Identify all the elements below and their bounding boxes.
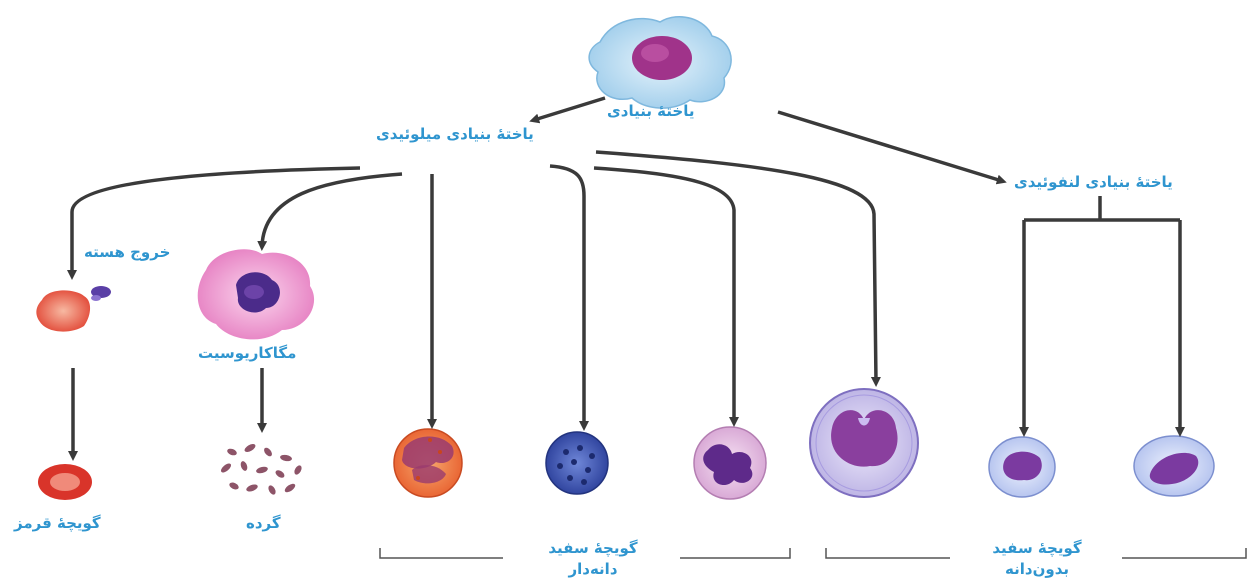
lymphocyte-cell-2 (1134, 436, 1214, 496)
basophil-cell (546, 432, 608, 494)
bracket-agranular-left (826, 548, 950, 558)
label-megakaryocyte: مگاکاریوسیت (198, 344, 296, 362)
label-red-blood-cell: گویچهٔ قرمز (14, 514, 101, 532)
bracket-granular-left (380, 548, 503, 558)
arrow-myeloid-to-basophil (550, 166, 584, 426)
label-myeloid-stem-cell: یاختهٔ بنیادی میلوئیدی (376, 125, 534, 143)
megakaryocyte-cell (198, 249, 314, 339)
label-platelets: گرده (246, 514, 281, 532)
label-nucleus-exit: خروج هسته (84, 243, 170, 261)
label-agranular-line1: گویچهٔ سفید (962, 538, 1112, 559)
nucleus-exit-cell (36, 286, 111, 332)
label-granular-line1: گویچهٔ سفید (518, 538, 668, 559)
arrow-myeloid-to-neutrophil (594, 168, 734, 422)
label-agranular-white-blood-cell: گویچهٔ سفید بدون‌دانه (962, 538, 1112, 580)
neutrophil-cell (694, 427, 766, 499)
label-agranular-line2: بدون‌دانه (962, 559, 1112, 580)
arrow-stem-to-lymphoid (778, 112, 1002, 181)
arrow-myeloid-to-monocyte (596, 152, 876, 382)
label-stem-cell: یاختهٔ بنیادی (607, 102, 694, 120)
stem-cell (589, 17, 731, 108)
bracket-agranular-right (1122, 548, 1246, 558)
label-granular-white-blood-cell: گویچهٔ سفید دانه‌دار (518, 538, 668, 580)
lymphocyte-cell-1 (989, 437, 1055, 497)
red-blood-cell (38, 464, 92, 500)
bracket-granular-right (680, 548, 790, 558)
eosinophil-cell (394, 429, 462, 497)
arrow-stem-to-myeloid (534, 98, 605, 120)
group-brackets (380, 548, 1246, 558)
label-lymphoid-stem-cell: یاختهٔ بنیادی لنفوئیدی (1014, 173, 1173, 191)
monocyte-cell (810, 389, 918, 497)
arrow-myeloid-to-megakaryocyte (262, 174, 402, 246)
platelets (219, 442, 303, 495)
label-granular-line2: دانه‌دار (518, 559, 668, 580)
